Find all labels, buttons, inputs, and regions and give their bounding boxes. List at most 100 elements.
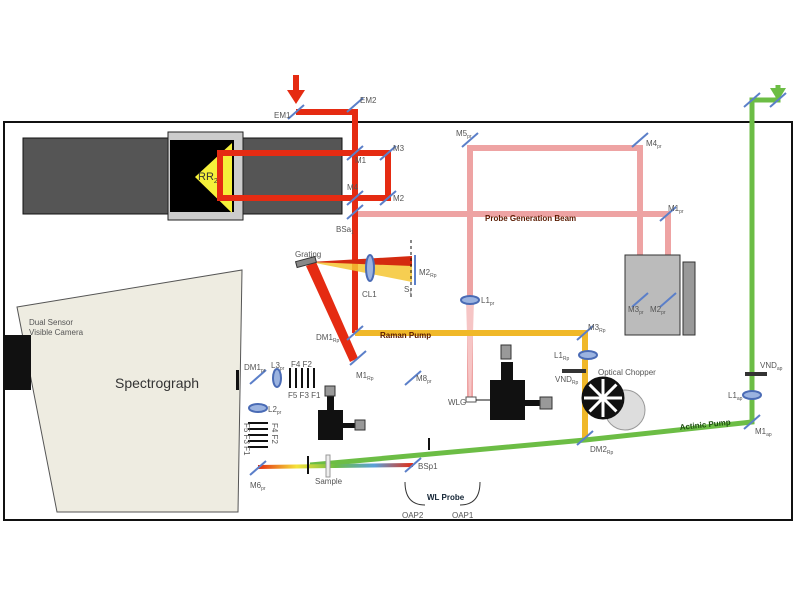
label-vndap: VNDap [760, 361, 783, 372]
chopper-slot [601, 396, 618, 413]
stage-2 [476, 344, 553, 420]
mirror [404, 457, 422, 473]
mirror [346, 325, 364, 341]
label-m3: M3 [393, 144, 405, 153]
chopper-slot [601, 383, 618, 400]
label-m3pr: M3pr [628, 305, 644, 316]
mirror [659, 292, 677, 308]
label-bsp1: BSp1 [418, 462, 438, 471]
label-oap1: OAP1 [452, 511, 474, 520]
label-m8pr: M8pr [416, 374, 432, 385]
grating-to-dm [306, 262, 358, 362]
label-m1rp: M1Rp [356, 371, 374, 382]
label-oap2: OAP2 [402, 511, 424, 520]
mirror [576, 430, 594, 446]
mirror [576, 325, 594, 341]
camera-label-2: Visible Camera [29, 328, 84, 337]
wl-probe-label: WL Probe [427, 493, 465, 502]
label-l1ap: L1ap [728, 391, 743, 402]
chopper-slot [588, 396, 605, 413]
vnd-rp [562, 369, 586, 373]
mirror [379, 190, 397, 206]
label-f5f3f1v: F5 F3 F1 [242, 423, 251, 456]
lens [578, 350, 598, 360]
mirror [346, 190, 364, 206]
sample [325, 454, 331, 478]
spectrograph [16, 269, 243, 513]
iris [307, 456, 309, 474]
chopper-slot [588, 383, 605, 400]
mirror [346, 97, 364, 113]
camera-label-1: Dual Sensor [29, 318, 73, 327]
spectrograph-label: Spectrograph [115, 375, 199, 391]
input-arrow-green [770, 88, 786, 101]
opa-tower [682, 261, 696, 336]
mirror [249, 460, 267, 476]
label-em1: EM1 [274, 111, 291, 120]
lens [248, 403, 268, 413]
input-arrow-red-shaft [293, 75, 299, 91]
label-l1rp: L1Rp [554, 351, 570, 362]
label-l1pr: L1pr [481, 296, 495, 307]
mirror [379, 145, 397, 161]
wlg-crystal [465, 396, 477, 403]
mirror [769, 92, 787, 108]
mirror [631, 292, 649, 308]
label-m1ap: M1ap [755, 427, 772, 438]
label-m2: M2 [393, 194, 405, 203]
oap2 [404, 481, 426, 506]
camera [3, 335, 31, 390]
lens-l3pr [272, 368, 282, 388]
opa-box [624, 254, 681, 336]
mirror [249, 369, 267, 385]
mirror [461, 132, 479, 148]
label-m6pr: M6pr [250, 481, 266, 492]
mirror [349, 350, 367, 366]
label-m1: M1 [355, 156, 367, 165]
label-l2pr: L2pr [268, 405, 282, 416]
label-sample: Sample [315, 477, 343, 486]
wl-probe-beam [240, 376, 472, 499]
input-arrow-red [287, 90, 305, 104]
label-m4pr: M4pr [646, 139, 662, 150]
mirror [631, 132, 649, 148]
mirror [346, 145, 364, 161]
label-chopper: Optical Chopper [598, 368, 656, 377]
cylindrical-lens [365, 254, 375, 282]
label-dm2rp: DM2Rp [590, 445, 614, 456]
label-em2: EM2 [360, 96, 377, 105]
label-m2pr: M2pr [650, 305, 666, 316]
lens [460, 295, 480, 305]
label-cl1: CL1 [362, 290, 377, 299]
amplifier-beam [217, 109, 391, 333]
mirror [404, 370, 422, 386]
lens [742, 390, 762, 400]
label-wlg: WLG [448, 398, 466, 407]
label-l3pr: L3pr [271, 361, 285, 372]
label-vndrp: VNDRp [555, 375, 579, 386]
label-m4: M4 [347, 183, 359, 192]
grating [294, 255, 318, 269]
label-dm1rp: DM1Rp [316, 333, 340, 344]
label-dm1pr: DM1pr [244, 363, 266, 374]
raman-pump-label: Raman Pump [380, 331, 431, 340]
label-m1pr: M1pr [668, 204, 684, 215]
label-m5pr: M5pr [456, 129, 472, 140]
mirror [743, 414, 761, 430]
vnd-ap [745, 372, 767, 376]
label-f4f2v: F4 F2 [270, 423, 279, 444]
retroreflector-label: RR2 [198, 171, 218, 185]
entrance-slit [236, 370, 239, 390]
label-m2rp: M2Rp [419, 268, 437, 279]
stage-1 [318, 385, 366, 440]
mirror [287, 104, 305, 120]
mirror [743, 92, 761, 108]
iris-2 [428, 438, 430, 450]
label-s1: S1 [404, 285, 412, 296]
probe-generation-beam-label: Probe Generation Beam [485, 214, 576, 223]
dispersed-fan-red [310, 256, 412, 266]
label-bsa: BSa1 [336, 225, 354, 236]
mirror [346, 204, 364, 220]
oap1 [459, 481, 481, 506]
